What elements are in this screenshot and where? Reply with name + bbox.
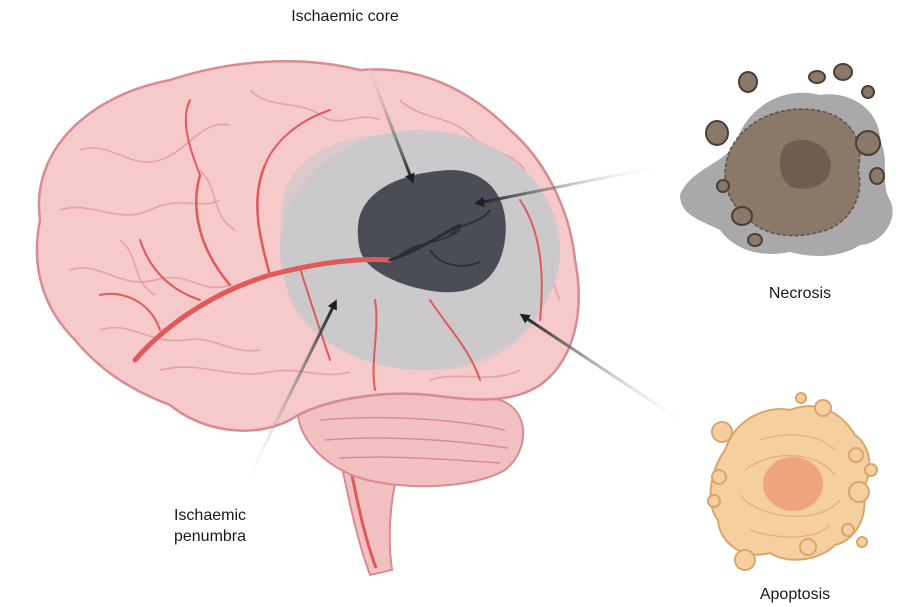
necrosis-label: Necrosis — [740, 283, 860, 304]
ischaemic-penumbra-label-line2: penumbra — [150, 526, 270, 547]
ischaemic-core-label: Ischaemic core — [270, 6, 420, 27]
ischaemic-penumbra-label: Ischaemic penumbra — [150, 505, 270, 547]
necrosis-cell — [680, 64, 893, 256]
apoptosis-cell — [708, 393, 877, 570]
cerebellum — [298, 391, 523, 487]
apoptosis-label: Apoptosis — [735, 584, 855, 605]
ischaemic-penumbra-label-line1: Ischaemic — [150, 505, 270, 526]
